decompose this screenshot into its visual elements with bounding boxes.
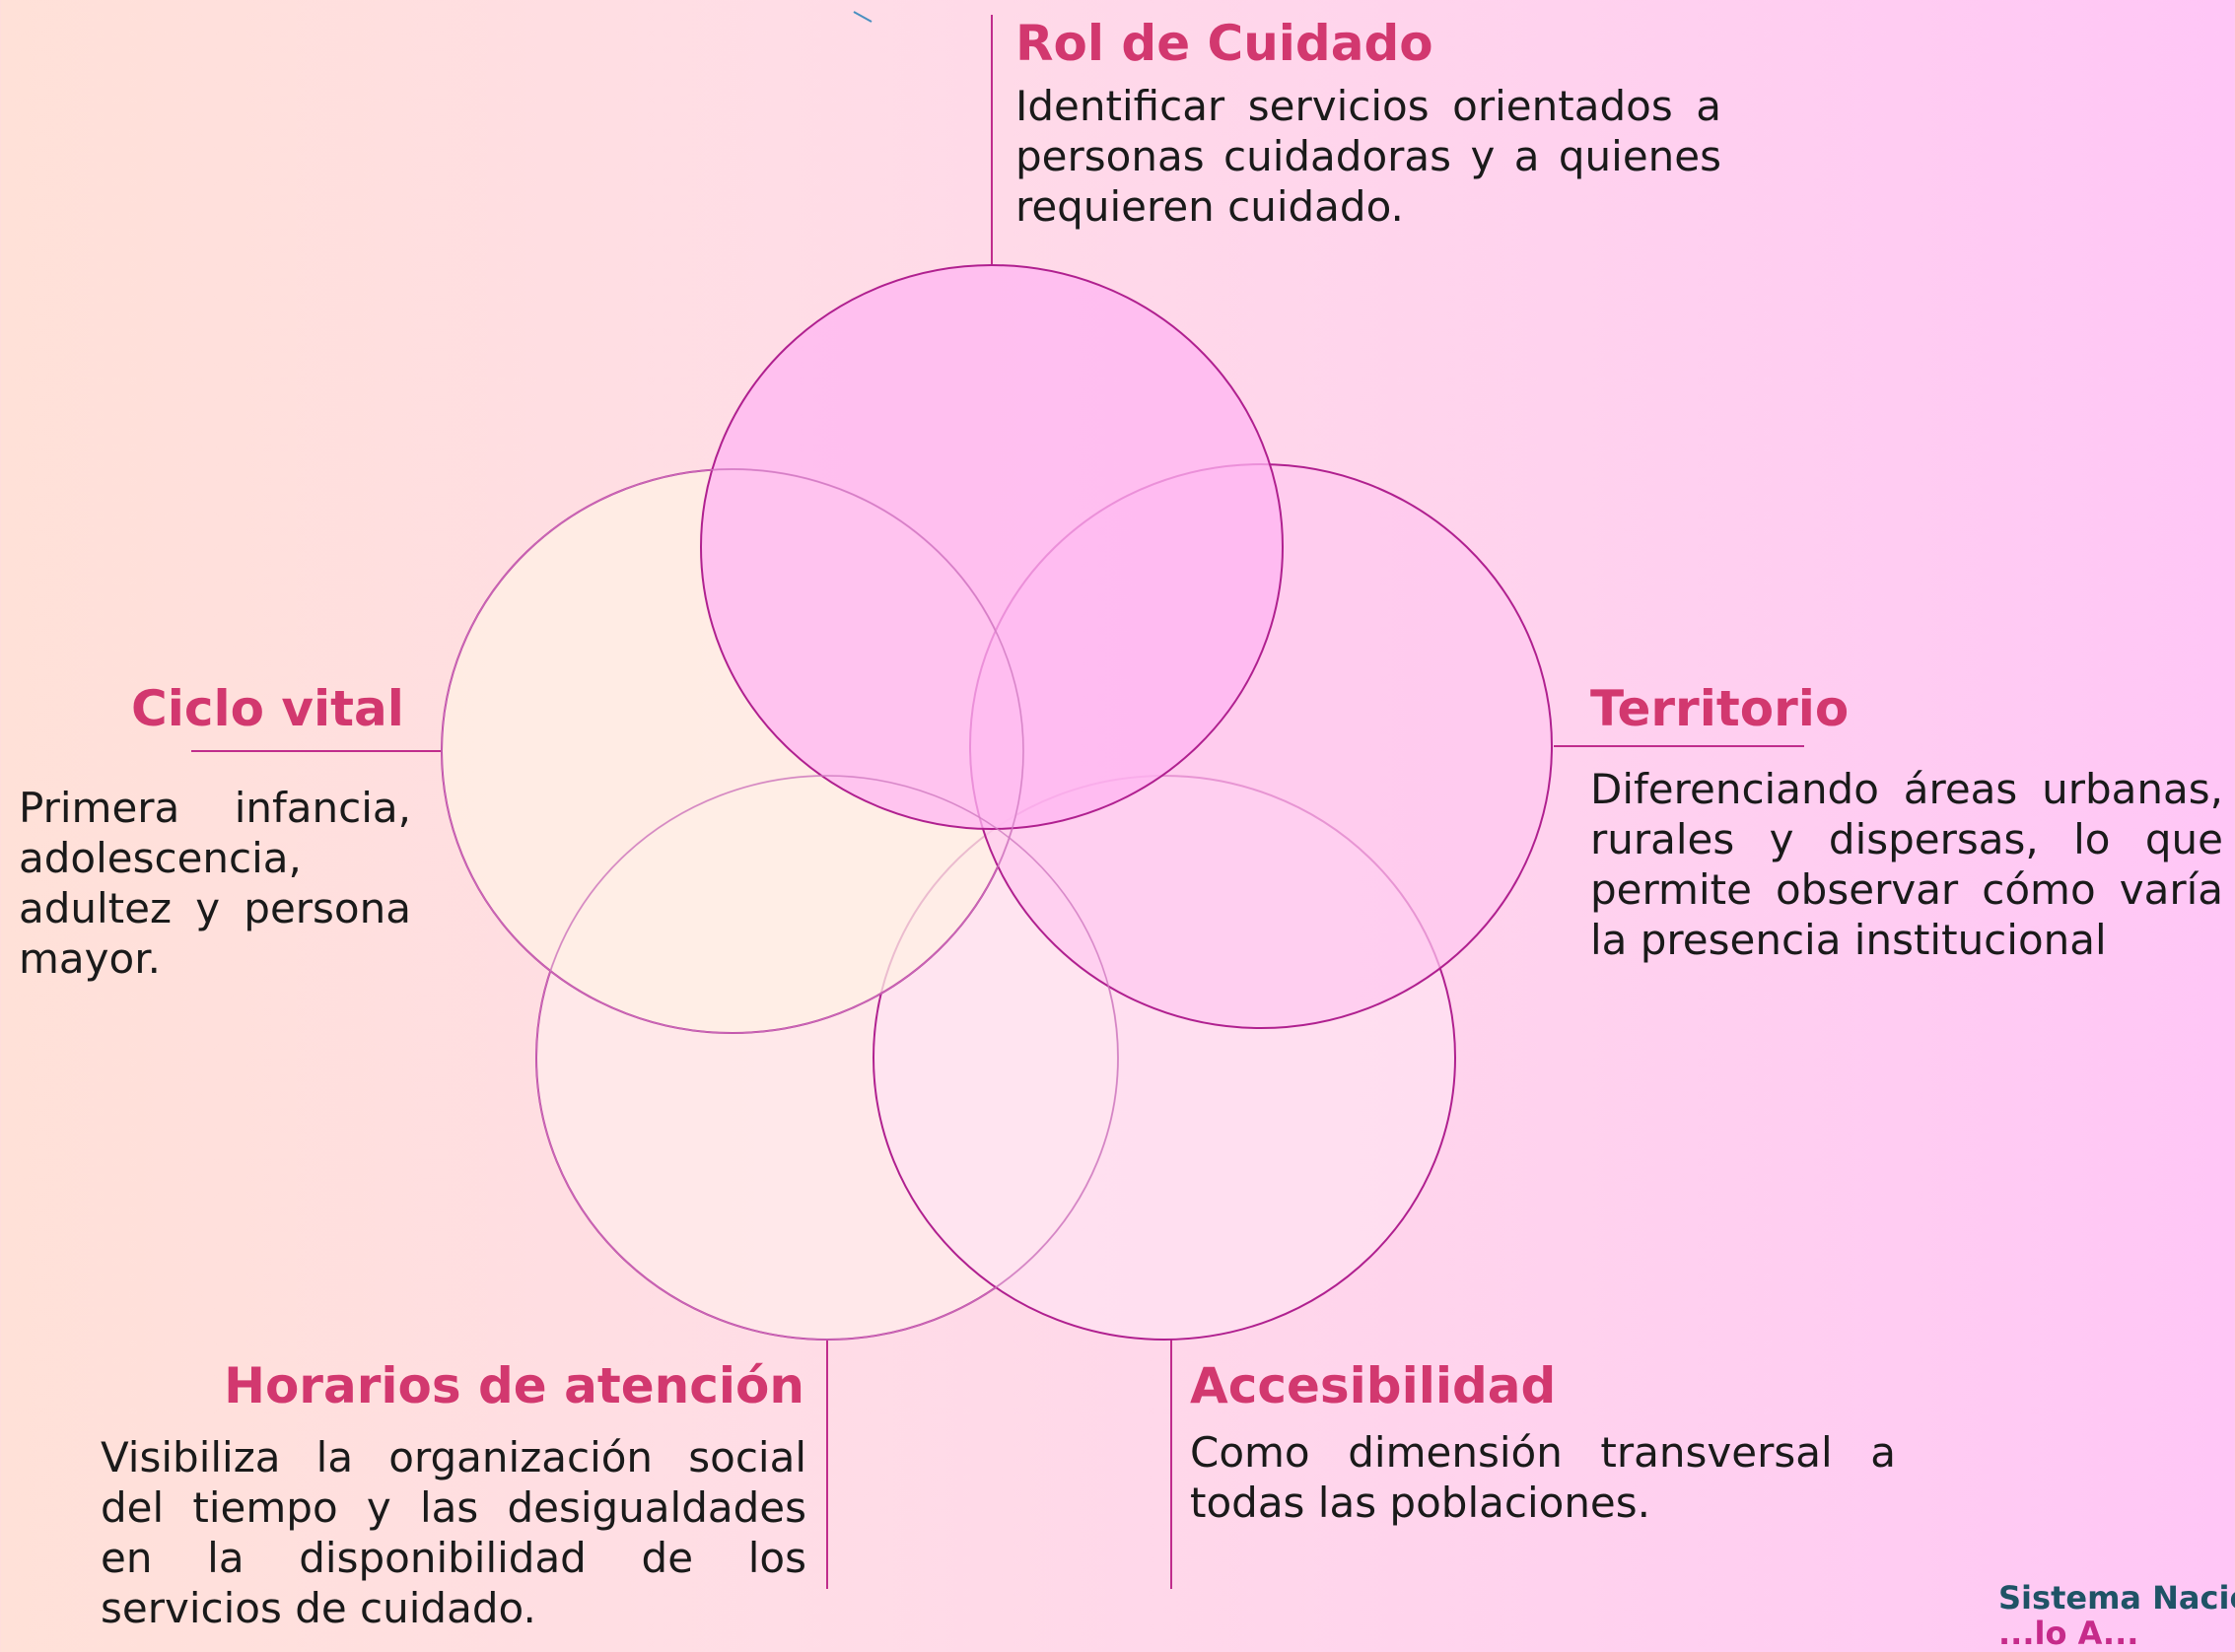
- accesibilidad-title: Accesibilidad: [1190, 1357, 1557, 1414]
- horarios-title: Horarios de atención: [224, 1357, 804, 1414]
- brand-line1: Sistema Nacio: [1998, 1579, 2235, 1617]
- circle-outline-horarios: [535, 775, 1119, 1341]
- rol-cuidado-text: Identificar servicios orientados a perso…: [1015, 82, 1721, 231]
- circle-rol-cuidado: [700, 264, 1284, 830]
- territorio-title: Territorio: [1590, 680, 1850, 737]
- territorio-text: Diferenciando áreas urbanas, rurales y d…: [1590, 765, 2223, 964]
- decorative-stroke: [853, 11, 873, 23]
- circle-outline-ciclo-vital: [441, 468, 1024, 1034]
- horarios-text: Visibiliza la organización social del ti…: [101, 1433, 806, 1632]
- accesibilidad-text: Como dimensión transversal a todas las p…: [1190, 1428, 1896, 1527]
- brand-line2: ...lo A...: [1998, 1615, 2139, 1652]
- brand-logo: Sistema Nacio ...lo A...: [1998, 1580, 2235, 1651]
- ciclo-vital-title: Ciclo vital: [131, 680, 404, 737]
- rol-cuidado-title: Rol de Cuidado: [1015, 15, 1433, 72]
- ciclo-vital-text: Primera infancia, adolescencia, adultez …: [19, 784, 411, 983]
